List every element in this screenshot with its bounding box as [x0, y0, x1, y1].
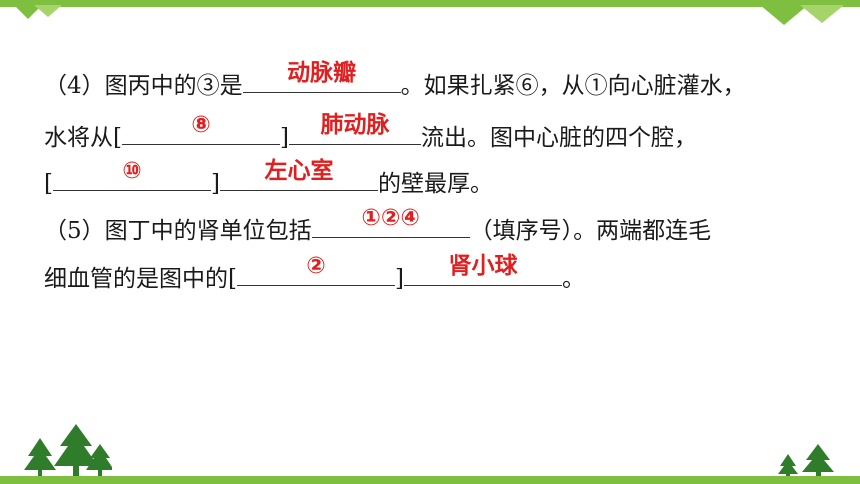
answer-text: ⑧ — [191, 112, 211, 138]
top-left-triangle-decoration — [14, 5, 62, 19]
q5-line1-suffix: （填序号）。两端都连毛 — [469, 218, 712, 244]
answer-blank[interactable]: 动脉瓣 — [242, 60, 401, 93]
top-right-triangle-decoration — [760, 5, 844, 25]
answer-blank[interactable]: ⑩ — [52, 158, 211, 191]
answer-text: 肺动脉 — [320, 112, 390, 138]
q4-line1-suffix: 。如果扎紧⑥，从①向心脏灌水， — [400, 73, 746, 99]
q4-line2-prefix: 水将从[ — [44, 125, 122, 151]
answer-blank[interactable]: ② — [236, 253, 395, 286]
q4-line1-prefix: （4）图丙中的③是 — [44, 73, 243, 99]
answer-text: ⑩ — [122, 158, 142, 184]
answer-text: 左心室 — [264, 158, 334, 184]
answer-text: ①②④ — [361, 205, 420, 231]
top-green-bar — [0, 0, 860, 7]
q5-line2-bracket: ] — [394, 266, 404, 292]
q4-line3-suffix: 的壁最厚。 — [377, 171, 493, 197]
tree-icon-right-group — [778, 444, 834, 478]
answer-blank[interactable]: 肺动脉 — [288, 112, 421, 145]
q4-line-2: 水将从[ ⑧] 肺动脉流出。图中心脏的四个腔， — [44, 112, 697, 153]
bottom-green-bar — [0, 476, 860, 484]
q4-line-3: [ ⑩] 左心室的壁最厚。 — [44, 158, 493, 199]
q5-line2-suffix: 。 — [561, 266, 585, 292]
q5-line2-prefix: 细血管的是图中的[ — [44, 266, 237, 292]
answer-blank[interactable]: ⑧ — [121, 112, 280, 145]
q5-line-2: 细血管的是图中的[ ②] 肾小球。 — [44, 253, 585, 294]
q5-line1-prefix: （5）图丁中的肾单位包括 — [44, 218, 312, 244]
q4-line2-suffix: 流出。图中心脏的四个腔， — [420, 125, 697, 151]
q5-line-1: （5）图丁中的肾单位包括 ①②④ （填序号）。两端都连毛 — [44, 205, 712, 246]
q4-line2-bracket: ] — [279, 125, 289, 151]
answer-text: 动脉瓣 — [287, 60, 357, 86]
q4-line-1: （4）图丙中的③是 动脉瓣。如果扎紧⑥，从①向心脏灌水， — [44, 60, 746, 101]
answer-blank[interactable]: 左心室 — [219, 158, 378, 191]
tree-icon-left-group — [24, 424, 112, 476]
answer-blank[interactable]: 肾小球 — [403, 253, 562, 286]
q4-line3-prefix: [ — [44, 171, 53, 197]
answer-text: 肾小球 — [448, 253, 518, 279]
answer-blank[interactable]: ①②④ — [311, 205, 470, 238]
answer-text: ② — [306, 253, 326, 279]
q4-line3-bracket: ] — [210, 171, 220, 197]
